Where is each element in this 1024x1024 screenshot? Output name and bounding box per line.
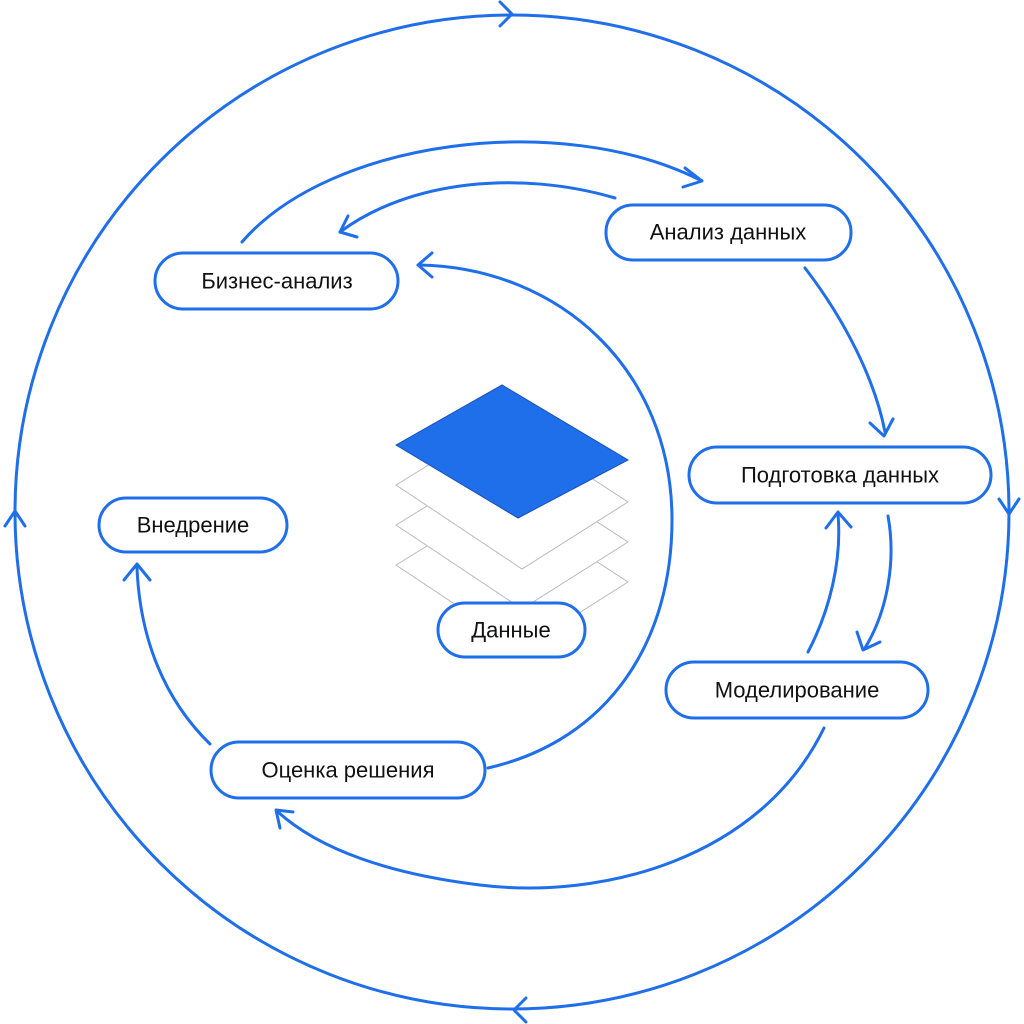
data-layer-top — [395, 384, 630, 519]
arrowhead-to-business — [338, 214, 359, 239]
node-deployment[interactable]: Внедрение — [97, 496, 289, 554]
node-solution-evaluation-label: Оценка решения — [261, 758, 434, 783]
arrow-modeling-to-preparation — [806, 512, 841, 654]
node-modeling[interactable]: Моделирование — [664, 660, 930, 720]
node-data-analysis[interactable]: Анализ данных — [604, 203, 853, 262]
arrow-evaluation-to-business — [418, 263, 674, 770]
outer-arrow-left — [3, 509, 27, 528]
arrowhead-to-evaluation — [274, 808, 295, 830]
arrow-preparation-to-modeling — [863, 514, 893, 650]
arrow-data-analysis-to-business — [338, 181, 617, 234]
arrow-modeling-to-evaluation — [276, 726, 826, 890]
arrowhead-loop-to-business — [416, 251, 434, 279]
node-data-preparation-label: Подготовка данных — [741, 463, 939, 488]
arrowhead-to-data-analysis — [681, 166, 704, 189]
outer-arrow-right — [997, 497, 1021, 516]
node-data-label: Данные — [471, 618, 550, 643]
outer-arrow-top — [498, 0, 514, 28]
arrowhead-to-modeling — [855, 630, 882, 652]
arrowhead-to-deployment — [122, 562, 152, 582]
node-data[interactable]: Данные — [436, 601, 587, 659]
node-solution-evaluation[interactable]: Оценка решения — [209, 740, 487, 800]
arrowhead-back-to-preparation — [824, 510, 853, 530]
arrow-data-analysis-to-preparation — [803, 266, 887, 434]
arrow-evaluation-to-deployment — [135, 566, 212, 746]
arrowhead-to-preparation — [868, 417, 895, 438]
node-deployment-label: Внедрение — [137, 513, 250, 538]
node-modeling-label: Моделирование — [715, 678, 880, 703]
data-layers-icon — [395, 384, 630, 650]
node-business-analysis[interactable]: Бизнес-анализ — [153, 251, 400, 311]
outer-arrow-bottom — [512, 996, 528, 1024]
arrow-business-to-data-analysis — [240, 140, 702, 244]
node-business-analysis-label: Бизнес-анализ — [201, 269, 352, 294]
node-data-preparation[interactable]: Подготовка данных — [687, 445, 993, 505]
node-data-analysis-label: Анализ данных — [650, 220, 807, 245]
